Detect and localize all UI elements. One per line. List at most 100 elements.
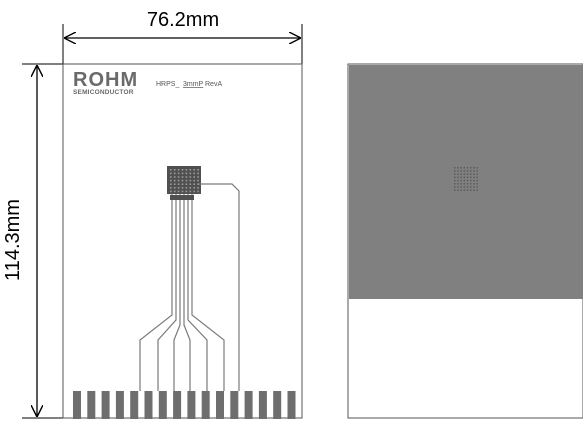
thermal-via: [470, 170, 472, 172]
thermal-via: [457, 176, 459, 179]
package-pad: [189, 187, 192, 189]
thermal-via: [466, 173, 469, 175]
thermal-via: [470, 186, 472, 188]
thermal-via: [460, 183, 462, 185]
thermal-via-grid: [454, 167, 478, 191]
package-pad: [170, 176, 172, 178]
package-pad: [193, 183, 195, 185]
trace: [139, 194, 173, 391]
package-pad: [197, 190, 199, 193]
edge-finger: [287, 391, 296, 419]
trace: [157, 194, 177, 391]
thermal-via: [473, 183, 475, 185]
package-pad: [170, 187, 172, 189]
trace: [173, 194, 181, 391]
thermal-via: [454, 170, 456, 172]
thermal-via: [463, 173, 466, 175]
package-pad: [181, 169, 184, 171]
package-pad: [189, 176, 192, 178]
thermal-via: [473, 170, 475, 172]
thermal-via: [470, 176, 472, 179]
trace: [199, 183, 240, 391]
package-pad: [173, 172, 176, 175]
package-pad: [193, 172, 195, 175]
package-pad: [189, 169, 192, 171]
thermal-via: [466, 176, 469, 179]
package-pad: [181, 187, 184, 189]
thermal-via: [473, 179, 475, 182]
package-pad: [177, 176, 180, 178]
width-label: 76.2mm: [147, 9, 219, 31]
package-pad: [185, 190, 188, 193]
package-pad: [189, 183, 192, 185]
package-pad: [173, 169, 176, 171]
thermal-via: [457, 167, 459, 169]
edge-connector: [73, 391, 296, 419]
thermal-via: [454, 186, 456, 188]
package-pad: [193, 176, 195, 178]
part-label: HRPS_ 3mmP RevA: [156, 81, 222, 88]
thermal-via: [457, 173, 459, 175]
thermal-via: [460, 167, 462, 169]
height-dimension: 114.3mm: [2, 63, 64, 419]
edge-finger: [244, 391, 253, 419]
trace-pad: [186, 195, 190, 200]
edge-finger: [173, 391, 182, 419]
package-pad: [170, 179, 172, 182]
thermal-via: [466, 189, 469, 191]
thermal-via: [476, 186, 478, 188]
edge-finger: [230, 391, 239, 419]
trace-pad: [170, 195, 174, 200]
package-pad: [177, 187, 180, 189]
front-board: ROHM SEMICONDUCTOR HRPS_ 3mmP RevA: [62, 63, 303, 419]
width-dimension: 76.2mm: [62, 9, 303, 65]
thermal-via: [460, 176, 462, 179]
thermal-via: [476, 167, 478, 169]
trace-pad: [178, 195, 182, 200]
trace-pad: [190, 195, 194, 200]
package-pad: [185, 179, 188, 182]
package-pad: [193, 179, 195, 182]
package-pad: [181, 190, 184, 193]
thermal-via: [463, 179, 466, 182]
trace-pad: [174, 195, 178, 200]
part-label-prefix: HRPS_: [156, 81, 179, 88]
thermal-via: [470, 189, 472, 191]
package-pad: [181, 172, 184, 175]
thermal-via: [473, 186, 475, 188]
package-pad: [177, 169, 180, 171]
thermal-via: [460, 170, 462, 172]
edge-finger: [158, 391, 167, 419]
thermal-via: [473, 173, 475, 175]
thermal-via: [473, 167, 475, 169]
edge-finger: [144, 391, 153, 419]
package-pad: [170, 190, 172, 193]
thermal-via: [466, 167, 469, 169]
package-pad: [185, 169, 188, 171]
package-pad: [185, 176, 188, 178]
package-pad: [193, 187, 195, 189]
thermal-via: [476, 179, 478, 182]
thermal-via: [463, 186, 466, 188]
thermal-via: [476, 183, 478, 185]
package-pad: [197, 169, 199, 171]
thermal-via: [473, 189, 475, 191]
package-pad: [170, 183, 172, 185]
package-pad: [185, 172, 188, 175]
package-pad: [197, 183, 199, 185]
thermal-via: [466, 186, 469, 188]
thermal-via: [476, 173, 478, 175]
package-pad: [177, 179, 180, 182]
thermal-via: [466, 183, 469, 185]
part-label-size: 3mmP: [183, 81, 204, 88]
package-pad: [185, 187, 188, 189]
package-pad: [197, 187, 199, 189]
package-pad: [197, 179, 199, 182]
thermal-via: [454, 176, 456, 179]
package-pad: [189, 190, 192, 193]
thermal-via: [460, 173, 462, 175]
rohm-logo: ROHM: [73, 69, 138, 91]
edge-finger: [201, 391, 210, 419]
thermal-via: [463, 189, 466, 191]
thermal-via: [457, 186, 459, 188]
